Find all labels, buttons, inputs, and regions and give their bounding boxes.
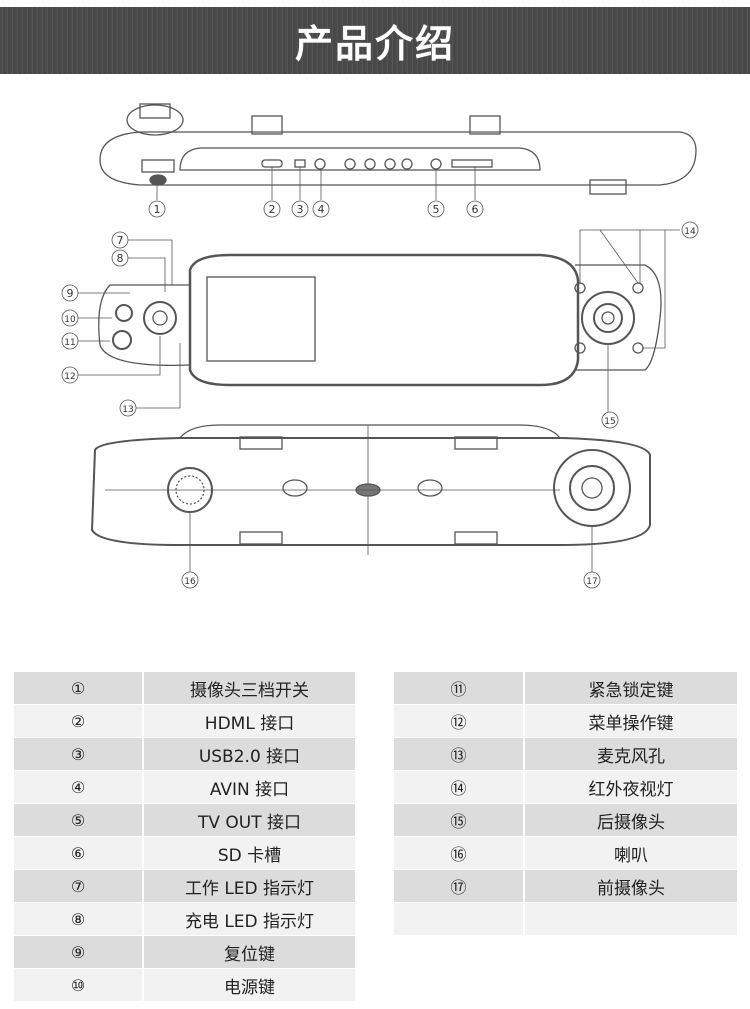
callout-9: 9: [67, 287, 74, 300]
part-label: 前摄像头: [524, 869, 737, 903]
callout-6: 6: [472, 203, 479, 216]
callout-15: 15: [604, 417, 615, 427]
product-diagram: 1 2 3 4 5 6 7 8 9 10 11 12 13 14 15 16 1…: [61, 103, 699, 589]
callout-16: 16: [184, 577, 196, 587]
part-label: 紧急锁定键: [524, 672, 737, 705]
page-title: 产品介绍: [294, 22, 455, 66]
part-number: ②: [14, 704, 144, 738]
part-number: ⑥: [14, 836, 144, 870]
part-label: 工作 LED 指示灯: [143, 869, 355, 903]
callout-2: 2: [269, 203, 276, 216]
part-number: [394, 902, 525, 936]
part-label: 喇叭: [524, 836, 737, 870]
callout-3: 3: [297, 203, 304, 216]
callout-4: 4: [318, 203, 325, 216]
part-label: 后摄像头: [524, 803, 737, 837]
part-number: ⑰: [394, 869, 525, 903]
part-number: ⑬: [394, 737, 525, 771]
part-label: TV OUT 接口: [143, 803, 355, 837]
part-label: [524, 902, 737, 936]
callout-14: 14: [684, 227, 696, 237]
part-label: 麦克风孔: [524, 737, 737, 771]
part-label: 红外夜视灯: [524, 770, 737, 804]
part-label: 电源键: [143, 968, 355, 1002]
part-number: ⑤: [14, 803, 144, 837]
part-number: ⑮: [394, 803, 525, 837]
callout-8: 8: [117, 252, 124, 265]
part-label: AVIN 接口: [143, 770, 355, 804]
callout-7: 7: [117, 234, 124, 247]
part-label: 复位键: [143, 935, 355, 969]
part-number: ⑦: [14, 869, 144, 903]
part-number: ⑪: [394, 672, 525, 705]
callout-1: 1: [154, 203, 161, 216]
part-number: ⑧: [14, 902, 144, 936]
callout-12: 12: [64, 372, 75, 382]
callout-13: 13: [122, 405, 133, 415]
title-banner: 产品介绍: [0, 7, 750, 74]
table-row-empty: [394, 902, 737, 936]
callout-5: 5: [433, 203, 440, 216]
callout-17: 17: [586, 577, 597, 587]
part-label: 摄像头三档开关: [143, 672, 355, 705]
part-number: ①: [14, 672, 144, 705]
part-label: 充电 LED 指示灯: [143, 902, 355, 936]
part-number: ④: [14, 770, 144, 804]
part-number: ⑭: [394, 770, 525, 804]
callout-numbers: 1 2 3 4 5 6 7 8 9 10 11 12 13 14 15 16 1…: [64, 203, 696, 587]
part-number: ⑫: [394, 704, 525, 738]
back-view-diagram: [90, 424, 651, 589]
part-number: ⑨: [14, 935, 144, 969]
part-label: USB2.0 接口: [143, 737, 355, 771]
callout-11: 11: [64, 338, 75, 348]
callout-10: 10: [64, 315, 76, 325]
part-number: ⑩: [14, 968, 144, 1002]
front-view-diagram: [61, 221, 699, 429]
part-label: HDML 接口: [143, 704, 355, 738]
part-number: ⑯: [394, 836, 525, 870]
top-view-diagram: [99, 103, 697, 218]
part-number: ③: [14, 737, 144, 771]
part-label: 菜单操作键: [524, 704, 737, 738]
part-label: SD 卡槽: [143, 836, 355, 870]
